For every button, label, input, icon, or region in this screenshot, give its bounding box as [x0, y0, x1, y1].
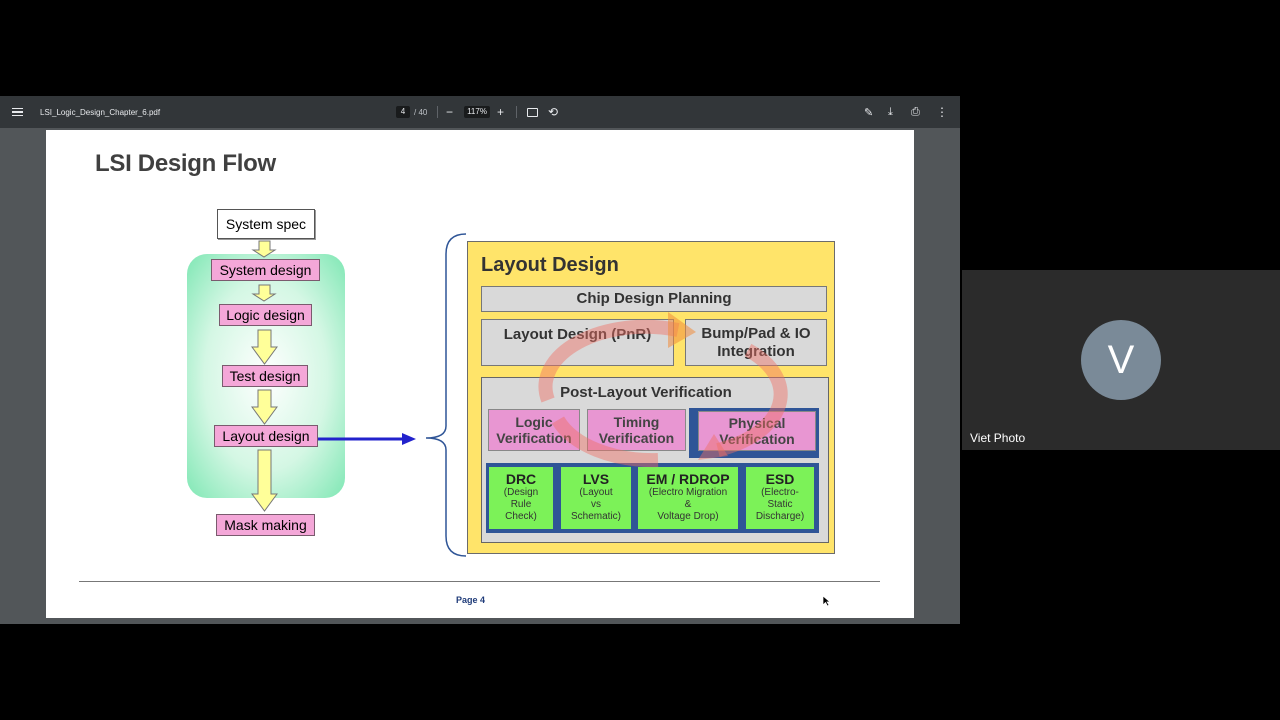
- page-total: / 40: [414, 107, 428, 117]
- physical-verification-line2: Verification: [719, 431, 795, 447]
- em-rdrop-label: EM / RDROP: [646, 471, 730, 487]
- flow-arrow: [251, 389, 278, 425]
- bump-pad-io-line1: Bump/Pad & IO: [701, 324, 811, 342]
- pdf-page: LSI Design Flow System spec System desig…: [46, 130, 914, 618]
- download-icon[interactable]: ⤓: [888, 105, 893, 118]
- em-rdrop-desc-3: Voltage Drop): [657, 511, 719, 522]
- flow-arrow: [251, 240, 277, 258]
- esd-desc-3: Discharge): [755, 511, 805, 522]
- flow-step-system-design: System design: [211, 259, 320, 281]
- page-navigator: 4 / 40: [396, 96, 427, 128]
- print-icon[interactable]: ⎙: [911, 105, 920, 118]
- flow-step-logic-design: Logic design: [219, 304, 312, 326]
- em-rdrop-box: EM / RDROP (Electro Migration & Voltage …: [638, 467, 738, 529]
- participant-name: Viet Photo: [970, 431, 1026, 445]
- flow-arrow: [251, 284, 277, 302]
- footer-divider: [79, 581, 880, 582]
- lvs-label: LVS: [582, 471, 610, 487]
- menu-icon[interactable]: [12, 96, 26, 128]
- fit-to-page-icon[interactable]: [527, 96, 538, 128]
- drc-label: DRC: [505, 471, 537, 487]
- timing-verification-box: Timing Verification: [587, 409, 686, 451]
- flow-step-layout-design: Layout design: [214, 425, 318, 447]
- participant-tile[interactable]: V Viet Photo: [962, 270, 1280, 450]
- timing-verification-line1: Timing: [613, 414, 660, 430]
- lvs-box: LVS (Layout vs Schematic): [561, 467, 631, 529]
- physical-verification-box: Physical Verification: [698, 411, 816, 451]
- curly-brace: [425, 233, 467, 557]
- flow-step-test-design: Test design: [222, 365, 308, 387]
- zoom-out-button[interactable]: −: [446, 105, 454, 119]
- mouse-cursor-icon: [822, 595, 831, 607]
- drc-desc-1: (Design: [503, 487, 539, 498]
- em-rdrop-desc-2: &: [684, 499, 692, 510]
- timing-verification-line2: Verification: [598, 430, 675, 446]
- participant-avatar: V: [1081, 320, 1161, 400]
- layout-design-title: Layout Design: [481, 254, 619, 276]
- logic-verification-box: Logic Verification: [488, 409, 580, 451]
- rotate-icon[interactable]: ⟲: [548, 105, 559, 119]
- flow-step-system-spec: System spec: [217, 209, 315, 239]
- expand-arrow: [318, 433, 416, 445]
- annotate-pen-icon[interactable]: ✎: [864, 106, 874, 119]
- lvs-desc-1: (Layout: [579, 487, 613, 498]
- logic-verification-line2: Verification: [496, 430, 572, 446]
- esd-desc-2: Static: [767, 499, 793, 510]
- zoom-in-button[interactable]: +: [497, 105, 505, 119]
- esd-label: ESD: [765, 471, 795, 487]
- flow-step-mask-making: Mask making: [216, 514, 315, 536]
- bump-pad-io-box: Bump/Pad & IO Integration: [685, 319, 827, 366]
- bump-pad-io-line2: Integration: [717, 342, 795, 360]
- physical-verification-line1: Physical: [728, 415, 786, 431]
- flow-arrow: [251, 329, 278, 365]
- page-label: Page 4: [456, 595, 486, 605]
- toolbar-divider: [516, 106, 517, 118]
- more-options-icon[interactable]: ⋮: [936, 105, 948, 119]
- logic-verification-line1: Logic: [515, 414, 553, 430]
- toolbar-divider: [437, 106, 438, 118]
- flow-arrows: [251, 240, 278, 512]
- esd-box: ESD (Electro- Static Discharge): [746, 467, 814, 529]
- lvs-desc-3: Schematic): [570, 511, 621, 522]
- drc-desc-3: Check): [505, 511, 537, 522]
- zoom-input[interactable]: 117%: [464, 106, 490, 118]
- drc-desc-2: Rule: [510, 499, 532, 510]
- esd-desc-1: (Electro-: [761, 487, 799, 498]
- drc-box: DRC (Design Rule Check): [489, 467, 553, 529]
- chip-design-planning-box: Chip Design Planning: [481, 286, 827, 312]
- document-title: LSI_Logic_Design_Chapter_6.pdf: [40, 107, 161, 117]
- pdf-viewer: LSI_Logic_Design_Chapter_6.pdf 4 / 40 − …: [0, 96, 960, 624]
- flow-arrow: [251, 449, 278, 512]
- post-layout-verification-title: Post-Layout Verification: [560, 384, 732, 401]
- pnr-box: Layout Design (PnR): [481, 319, 674, 366]
- lvs-desc-2: vs: [591, 499, 601, 510]
- slide-title: LSI Design Flow: [95, 150, 276, 177]
- pdf-toolbar: LSI_Logic_Design_Chapter_6.pdf 4 / 40 − …: [0, 96, 960, 128]
- zoom-control: 117%: [464, 96, 490, 128]
- iteration-cycle-arrow: [538, 312, 788, 468]
- em-rdrop-desc-1: (Electro Migration: [648, 487, 728, 498]
- page-number-input[interactable]: 4: [396, 106, 410, 118]
